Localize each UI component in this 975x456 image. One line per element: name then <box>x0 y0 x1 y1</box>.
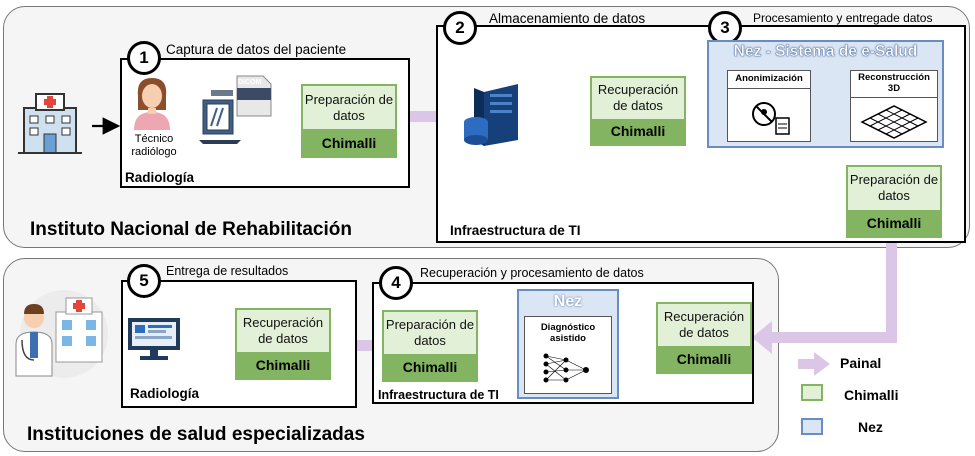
anonymize-icon <box>752 102 790 135</box>
legend-chimalli-label: Chimalli <box>844 387 899 403</box>
technician-label: Técnico radiólogo <box>131 133 177 158</box>
step1-prep-brand: Chimalli <box>321 134 377 151</box>
step2-number: 2 <box>443 11 477 45</box>
legend-chimalli-swatch <box>801 384 823 401</box>
region-specialized-title: Instituciones de salud especializadas <box>27 424 365 445</box>
legend-painal-arrow <box>798 352 830 376</box>
step2-recovery-label: Recuperación de datos <box>592 78 684 119</box>
step3-prep-brand: Chimalli <box>866 214 922 231</box>
step3-prep-box: Preparación de datos Chimalli <box>846 165 942 238</box>
dicom-label: DICOM <box>238 79 262 86</box>
step2-recovery-box: Recuperación de datos Chimalli <box>590 76 686 146</box>
step1-number: 1 <box>127 41 161 75</box>
reconstruction-label: Reconstrucción 3D <box>858 72 930 94</box>
step5-title: Entrega de resultados <box>166 264 289 278</box>
step5-recovery-brand: Chimalli <box>255 357 311 374</box>
step4-number: 4 <box>379 266 413 300</box>
step3-prep-label: Preparación de datos <box>848 167 940 210</box>
doctor-hospital-icon <box>15 290 108 378</box>
step5-number: 5 <box>127 264 161 298</box>
step4-prep-brand: Chimalli <box>402 359 458 376</box>
step4-recovery-label: Recuperación de datos <box>658 304 750 347</box>
anonymization-card <box>727 70 811 142</box>
step5-recovery-box: Recuperación de datos Chimalli <box>235 308 331 380</box>
step5-recovery-label: Recuperación de datos <box>237 310 329 353</box>
step4-prep-label: Preparación de datos <box>384 312 476 355</box>
computer-monitor-icon <box>128 318 180 360</box>
server-icon <box>464 84 518 146</box>
technician-icon <box>134 78 170 130</box>
anonymization-divider <box>727 88 811 89</box>
step3-number: 3 <box>708 11 742 45</box>
step4-prep-box: Preparación de datos Chimalli <box>382 310 478 382</box>
assisted-diagnosis-label: Diagnóstico asistido <box>540 322 596 344</box>
region-inr-title: Instituto Nacional de Rehabilitación <box>30 219 352 240</box>
step3-title: Procesamiento y entregade datos <box>753 11 933 25</box>
step5-footer: Radiología <box>130 386 200 401</box>
step2-recovery-brand: Chimalli <box>610 123 666 140</box>
nez-system-title: Nez - Sistema de e-Salud <box>733 43 918 60</box>
step4-footer: Infraestructura de TI <box>378 388 499 402</box>
reconstruction-divider <box>850 97 938 98</box>
step1-footer: Radiología <box>125 170 195 185</box>
anonymization-label: Anonimización <box>735 73 803 84</box>
step4-title: Recuperación y procesamiento de datos <box>420 266 644 280</box>
hospital-icon <box>18 93 82 154</box>
legend-painal-label: Painal <box>840 355 882 371</box>
step4-recovery-box: Recuperación de datos Chimalli <box>656 302 752 374</box>
mesh-3d-icon <box>860 105 928 139</box>
legend-nez-swatch <box>801 418 823 435</box>
step1-title: Captura de datos del paciente <box>166 42 347 57</box>
step2-footer: Infraestructura de TI <box>450 223 581 238</box>
step2-title: Almacenamiento de datos <box>489 11 646 26</box>
nez-step4-title: Nez <box>553 293 583 310</box>
dicom-file-icon <box>236 75 272 117</box>
legend-nez-label: Nez <box>858 419 883 435</box>
ct-scanner-icon <box>199 90 241 144</box>
step1-prep-box: Preparación de datos Chimalli <box>301 84 397 158</box>
step1-prep-label: Preparación de datos <box>303 86 395 130</box>
step4-recovery-brand: Chimalli <box>676 351 732 368</box>
neural-network-icon <box>543 353 589 383</box>
